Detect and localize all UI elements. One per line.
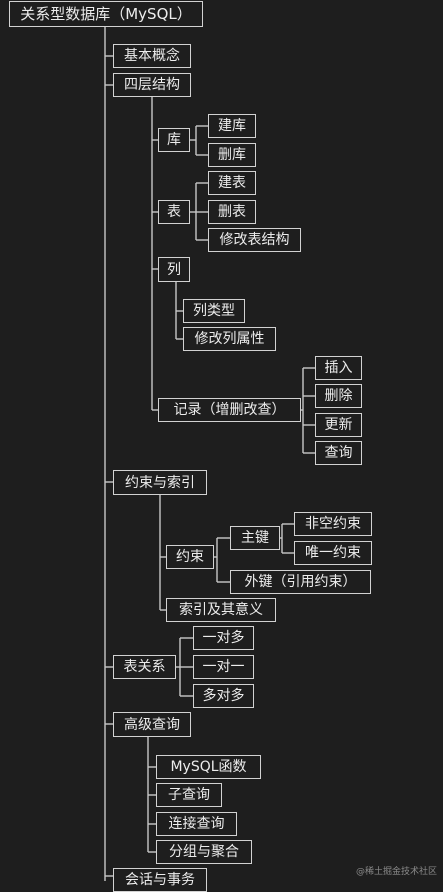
node-basic-concepts[interactable]: 基本概念 bbox=[113, 44, 191, 68]
root-node[interactable]: 关系型数据库（MySQL） bbox=[9, 1, 203, 27]
node-create-table[interactable]: 建表 bbox=[208, 171, 256, 195]
node-one-to-one[interactable]: 一对一 bbox=[193, 655, 254, 679]
node-insert[interactable]: 插入 bbox=[315, 356, 362, 380]
node-drop-table[interactable]: 删表 bbox=[208, 200, 256, 224]
node-four-layer-structure[interactable]: 四层结构 bbox=[113, 73, 191, 97]
node-one-to-many[interactable]: 一对多 bbox=[193, 626, 254, 650]
node-table[interactable]: 表 bbox=[158, 200, 190, 224]
node-column[interactable]: 列 bbox=[158, 257, 190, 282]
node-unique-constraint[interactable]: 唯一约束 bbox=[294, 541, 372, 565]
node-table-relations[interactable]: 表关系 bbox=[113, 655, 176, 679]
node-select[interactable]: 查询 bbox=[315, 441, 362, 465]
node-join-query[interactable]: 连接查询 bbox=[156, 812, 237, 836]
node-subquery[interactable]: 子查询 bbox=[156, 783, 222, 807]
node-group-aggregate[interactable]: 分组与聚合 bbox=[156, 840, 252, 864]
node-database[interactable]: 库 bbox=[158, 128, 190, 152]
node-index-meaning[interactable]: 索引及其意义 bbox=[166, 598, 276, 622]
node-drop-database[interactable]: 删库 bbox=[208, 143, 256, 167]
node-many-to-many[interactable]: 多对多 bbox=[193, 684, 254, 708]
node-column-type[interactable]: 列类型 bbox=[183, 299, 245, 323]
node-constraints[interactable]: 约束 bbox=[166, 545, 214, 569]
node-not-null-constraint[interactable]: 非空约束 bbox=[294, 512, 372, 536]
node-primary-key[interactable]: 主键 bbox=[230, 526, 280, 550]
watermark: @稀土掘金技术社区 bbox=[356, 867, 438, 877]
node-session-transaction[interactable]: 会话与事务 bbox=[113, 868, 207, 892]
node-constraints-and-indexes[interactable]: 约束与索引 bbox=[113, 470, 207, 495]
node-foreign-key[interactable]: 外键（引用约束） bbox=[230, 570, 371, 594]
node-records[interactable]: 记录（增删改查） bbox=[158, 398, 301, 422]
node-alter-column[interactable]: 修改列属性 bbox=[183, 327, 276, 351]
node-create-database[interactable]: 建库 bbox=[208, 114, 256, 138]
node-advanced-query[interactable]: 高级查询 bbox=[113, 712, 191, 737]
node-update[interactable]: 更新 bbox=[315, 413, 362, 437]
node-delete[interactable]: 删除 bbox=[315, 384, 362, 408]
node-mysql-functions[interactable]: MySQL函数 bbox=[156, 755, 261, 779]
node-alter-table[interactable]: 修改表结构 bbox=[208, 228, 301, 252]
